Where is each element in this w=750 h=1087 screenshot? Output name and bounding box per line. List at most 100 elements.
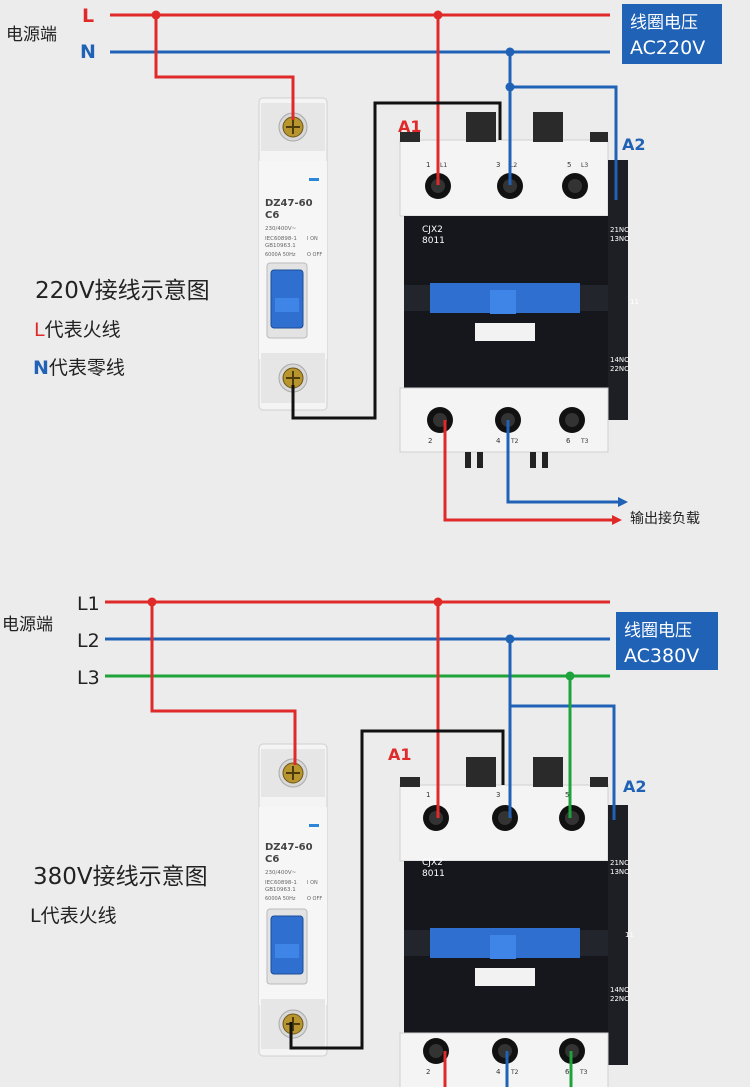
wires-380v <box>105 600 616 1087</box>
aux-bot2: 22NC <box>610 365 629 373</box>
legend-l: L代表火线 <box>34 319 121 341</box>
title-380v: 380V接线示意图 <box>33 864 208 890</box>
power-label: 电源端 <box>6 25 57 45</box>
line-n-label: N <box>80 41 96 63</box>
coil-badge <box>622 4 722 64</box>
circuit-breaker: DZ47-60 C6 230/400V~ IEC60898-1 GB10963.… <box>258 97 328 411</box>
out-label-t3-2: T3 <box>579 1069 588 1076</box>
junction-4 <box>505 82 515 92</box>
aux-bot2-2: 22NC <box>610 995 629 1003</box>
arrow-live <box>612 515 622 525</box>
out-term-6: 6 <box>566 437 571 445</box>
in-label-2: L2 <box>510 162 517 169</box>
aux-bot1: 14NO <box>610 356 630 364</box>
breaker-voltage-2: 230/400V~ <box>265 870 297 876</box>
breaker-std1: IEC60898-1 <box>265 236 297 242</box>
breaker-off-2: O OFF <box>307 896 322 902</box>
wire-breaker-to-coil <box>291 101 502 420</box>
aux-top2: 13NO <box>610 235 630 243</box>
wire-neutral-to-a2 <box>510 85 618 200</box>
line-l2-label: L2 <box>77 630 100 652</box>
circuit-breaker-2: DZ47-60 C6 230/400V~ IEC60898-1 GB10963.… <box>258 743 328 1057</box>
coil-badge-2 <box>616 612 718 670</box>
line-l-label: L <box>82 5 94 27</box>
line-l3-label: L3 <box>77 667 100 689</box>
in-term-5-2: 5 <box>565 791 569 799</box>
out-term-4-2: 4 <box>496 1068 501 1076</box>
aux-mid: 11 <box>630 298 639 306</box>
aux-bot1-2: 14NO <box>610 986 630 994</box>
out-term-4: 4 <box>496 437 501 445</box>
in-term-3-2: 3 <box>496 791 500 799</box>
breaker-on: I ON <box>307 236 318 242</box>
wire-breaker-to-coil-2 <box>289 729 505 1050</box>
contactor-model2-2: 8011 <box>422 869 445 879</box>
arrow-neutral <box>618 497 628 507</box>
contactor-2: 1 3 5 CJX2 8011 21NC 13NO 11 14NO 22NC 2… <box>399 756 634 1087</box>
in-term-3: 3 <box>496 161 500 169</box>
in-label-3: L3 <box>581 162 588 169</box>
in-term-1: 1 <box>426 161 430 169</box>
wires-220v <box>110 13 618 522</box>
aux-top1: 21NC <box>610 226 629 234</box>
junction-5 <box>147 597 157 607</box>
breaker-rating: C6 <box>265 210 279 221</box>
output-label: 输出接负载 <box>630 510 700 527</box>
out-label-t3: T3 <box>580 438 589 445</box>
junction-6 <box>433 597 443 607</box>
a1-label: A1 <box>398 117 422 136</box>
legend-n: N代表零线 <box>33 357 125 379</box>
in-term-1-2: 1 <box>426 791 430 799</box>
out-term-2-2: 2 <box>426 1068 430 1076</box>
out-label-t2-2: T2 <box>510 1069 519 1076</box>
coil-badge-2-line2: AC380V <box>624 645 699 667</box>
junction-1 <box>151 10 161 20</box>
section-380v: DZ47-60 C6 230/400V~ IEC60898-1 GB10963.… <box>2 593 718 1087</box>
breaker-std2: GB10963.1 <box>265 243 296 249</box>
wire-out-live <box>443 420 612 522</box>
wire-l1-to-breaker <box>150 602 297 765</box>
junction-2 <box>433 10 443 20</box>
coil-badge-2-line1: 线圈电压 <box>624 621 692 641</box>
contactor-model2: 8011 <box>422 236 445 246</box>
breaker-on-2: I ON <box>307 880 318 886</box>
coil-badge-line2: AC220V <box>630 37 705 59</box>
section-220v: DZ47-60 C6 230/400V~ IEC60898-1 GB10963.… <box>6 4 722 527</box>
breaker-capacity-2: 6000A 50Hz <box>265 896 296 902</box>
out-term-6-2: 6 <box>565 1068 570 1076</box>
legend-l-380: L代表火线 <box>30 905 117 927</box>
junction-3 <box>505 47 515 57</box>
wire-out-neutral <box>506 420 618 504</box>
in-label-1: L1 <box>440 162 447 169</box>
breaker-model: DZ47-60 <box>265 198 313 209</box>
junction-8 <box>565 671 575 681</box>
title-220v: 220V接线示意图 <box>35 278 210 304</box>
breaker-off: O OFF <box>307 252 322 258</box>
aux-top2-2: 13NO <box>610 868 630 876</box>
a1-label-2: A1 <box>388 745 412 764</box>
aux-mid-2: 11 <box>625 931 634 939</box>
out-term-2: 2 <box>428 437 432 445</box>
breaker-voltage: 230/400V~ <box>265 226 297 232</box>
a2-label: A2 <box>622 135 646 154</box>
aux-top1-2: 21NC <box>610 859 629 867</box>
junction-7 <box>505 634 515 644</box>
out-label-t2: T2 <box>510 438 519 445</box>
line-l1-label: L1 <box>77 593 100 615</box>
contactor-model1: CJX2 <box>422 225 443 235</box>
contactor: 1 L1 3 L2 5 L3 CJX2 8011 21NC 13NO 11 14… <box>399 111 639 468</box>
a2-label-2: A2 <box>623 777 647 796</box>
breaker-model-2: DZ47-60 <box>265 842 313 853</box>
breaker-capacity: 6000A 50Hz <box>265 252 296 258</box>
breaker-std2-2: GB10963.1 <box>265 887 296 893</box>
wire-live-to-breaker <box>154 15 295 120</box>
in-term-5: 5 <box>567 161 571 169</box>
coil-badge-line1: 线圈电压 <box>630 13 698 33</box>
power-label-2: 电源端 <box>2 615 53 635</box>
contactor-model1-2: CJX2 <box>422 858 443 868</box>
wire-l2-to-a2 <box>510 704 616 820</box>
breaker-rating-2: C6 <box>265 854 279 865</box>
breaker-std1-2: IEC60898-1 <box>265 880 297 886</box>
